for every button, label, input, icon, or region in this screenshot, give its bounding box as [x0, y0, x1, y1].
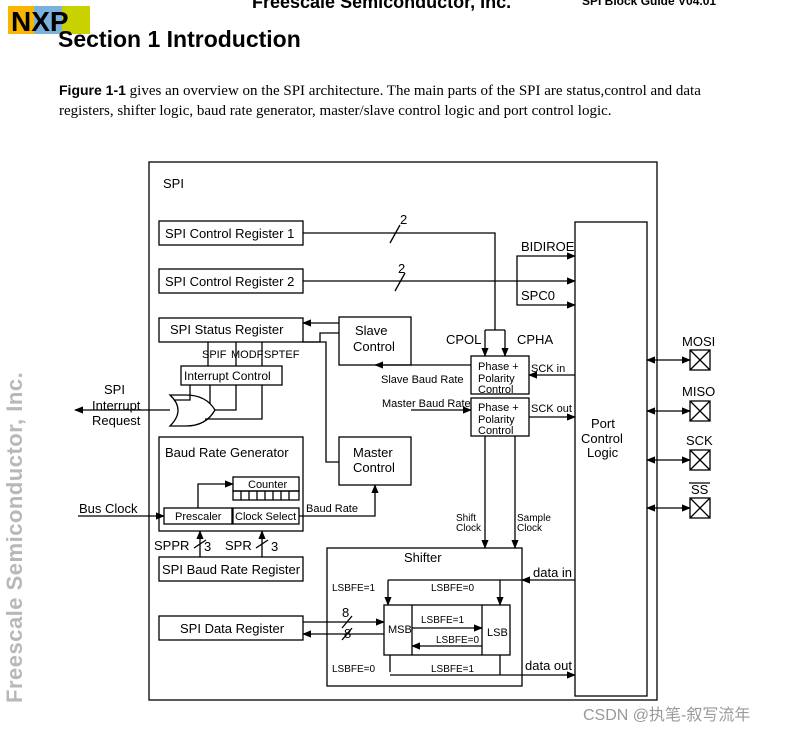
shift-register-box [383, 604, 511, 656]
section-title: Section 1 Introduction [58, 26, 301, 52]
sck-label: SCK [686, 433, 713, 448]
sck-out-label: SCK out [531, 403, 572, 415]
phase-1-line-3: Control [478, 384, 513, 396]
lsbfe0-top-right: LSBFE=0 [431, 583, 475, 594]
baud-gen-label: Baud Rate Generator [165, 445, 289, 460]
phase-2-line-2: Polarity [478, 414, 515, 426]
sck-pin-box [689, 449, 711, 471]
interrupt-control-label: Interrupt Control [184, 369, 271, 383]
baud-rate-label: Baud Rate [306, 503, 358, 515]
figure-reference: Figure 1-1 [59, 82, 126, 98]
spr-label: SPR [225, 538, 252, 553]
port-control-label-1: Port [591, 416, 615, 431]
spi-label: SPI [163, 176, 184, 191]
lsbfe1-inner: LSBFE=1 [421, 615, 465, 626]
phase-1-line-2: Polarity [478, 373, 515, 385]
cpha-label: CPHA [517, 332, 553, 347]
slave-control-label-1: Slave [355, 323, 388, 338]
lsbfe0-inner: LSBFE=0 [436, 635, 480, 646]
miso-pin-box [689, 400, 711, 422]
intro-text: gives an overview on the SPI architectur… [59, 83, 701, 119]
shifter-label: Shifter [404, 550, 442, 565]
sppr-label: SPPR [154, 538, 189, 553]
lsbfe1-bottom-right: LSBFE=1 [431, 664, 475, 675]
spc0-label: SPC0 [521, 288, 555, 303]
control-reg-1-label: SPI Control Register 1 [165, 226, 294, 241]
lsbfe1-top-left: LSBFE=1 [332, 583, 376, 594]
baud-gen-box [158, 436, 304, 532]
interrupt-request-2: Interrupt [92, 398, 141, 413]
ss-pin-box [689, 497, 711, 519]
lsbfe0-bottom-left: LSBFE=0 [332, 664, 376, 675]
sptef-label: SPTEF [264, 349, 300, 361]
counter-label: Counter [248, 479, 287, 491]
baud-rate-reg-label: SPI Baud Rate Register [162, 562, 301, 577]
port-control-label-3: Logic [587, 445, 619, 460]
vertical-watermark: Freescale Semiconductor, Inc. [2, 371, 27, 703]
interrupt-control-box [180, 365, 283, 386]
mosi-label: MOSI [682, 334, 715, 349]
port-control-label-2: Control [581, 431, 623, 446]
svg-text:NXP: NXP [11, 6, 69, 37]
bit-width-2b: 2 [398, 261, 405, 276]
sample-clock-2: Clock [517, 523, 543, 534]
data-out-label: data out [525, 658, 572, 673]
status-reg-box [158, 317, 304, 343]
width-8b-label: 8 [344, 626, 351, 641]
modf-label: MODF [231, 349, 264, 361]
cpol-label: CPOL [446, 332, 481, 347]
spif-label: SPIF [202, 349, 227, 361]
prescaler-label: Prescaler [175, 511, 222, 523]
sppr-width: 3 [204, 539, 211, 554]
spr-width: 3 [271, 539, 278, 554]
header-company: Freescale Semiconductor, Inc. [252, 0, 512, 12]
spi-outer-box [148, 161, 658, 701]
data-reg-box [158, 615, 304, 641]
status-reg-label: SPI Status Register [170, 322, 284, 337]
shifter-box [326, 547, 523, 687]
mosi-pin-box [689, 349, 711, 371]
master-baud-rate-label: Master Baud Rate [382, 398, 471, 410]
data-in-label: data in [533, 565, 572, 580]
msb-label: MSB [388, 624, 412, 636]
slave-control-label-2: Control [353, 339, 395, 354]
sample-clock-1: Sample [517, 513, 551, 524]
clock-select-label: Clock Select [235, 511, 296, 523]
bus-clock-label: Bus Clock [79, 501, 138, 516]
shift-clock-1: Shift [456, 513, 476, 524]
interrupt-or-gate [168, 394, 216, 427]
interrupt-request-3: Request [92, 413, 141, 428]
slave-baud-rate-label: Slave Baud Rate [381, 374, 464, 386]
width-8a-label: 8 [342, 605, 349, 620]
phase-2-line-3: Control [478, 425, 513, 437]
lsb-label: LSB [487, 627, 508, 639]
header-doc-title: SPI Block Guide V04.01 [582, 0, 717, 8]
bidiroe-label: BIDIROE [521, 239, 575, 254]
ss-label: SS [691, 482, 709, 497]
master-control-label-1: Master [353, 445, 393, 460]
master-control-label-2: Control [353, 460, 395, 475]
bit-width-2a: 2 [400, 212, 407, 227]
intro-paragraph: Figure 1-1 gives an overview on the SPI … [59, 80, 739, 121]
data-reg-label: SPI Data Register [180, 621, 285, 636]
nxp-logo: NXP [8, 6, 90, 37]
miso-label: MISO [682, 384, 715, 399]
csdn-credit: CSDN @执笔-叙写流年 [583, 707, 751, 724]
phase-1-line-1: Phase + [478, 361, 519, 373]
interrupt-request-1: SPI [104, 382, 125, 397]
phase-2-line-1: Phase + [478, 402, 519, 414]
sck-in-label: SCK in [531, 363, 565, 375]
shift-clock-2: Clock [456, 523, 482, 534]
control-reg-2-label: SPI Control Register 2 [165, 274, 294, 289]
baud-rate-reg-box [158, 556, 304, 582]
